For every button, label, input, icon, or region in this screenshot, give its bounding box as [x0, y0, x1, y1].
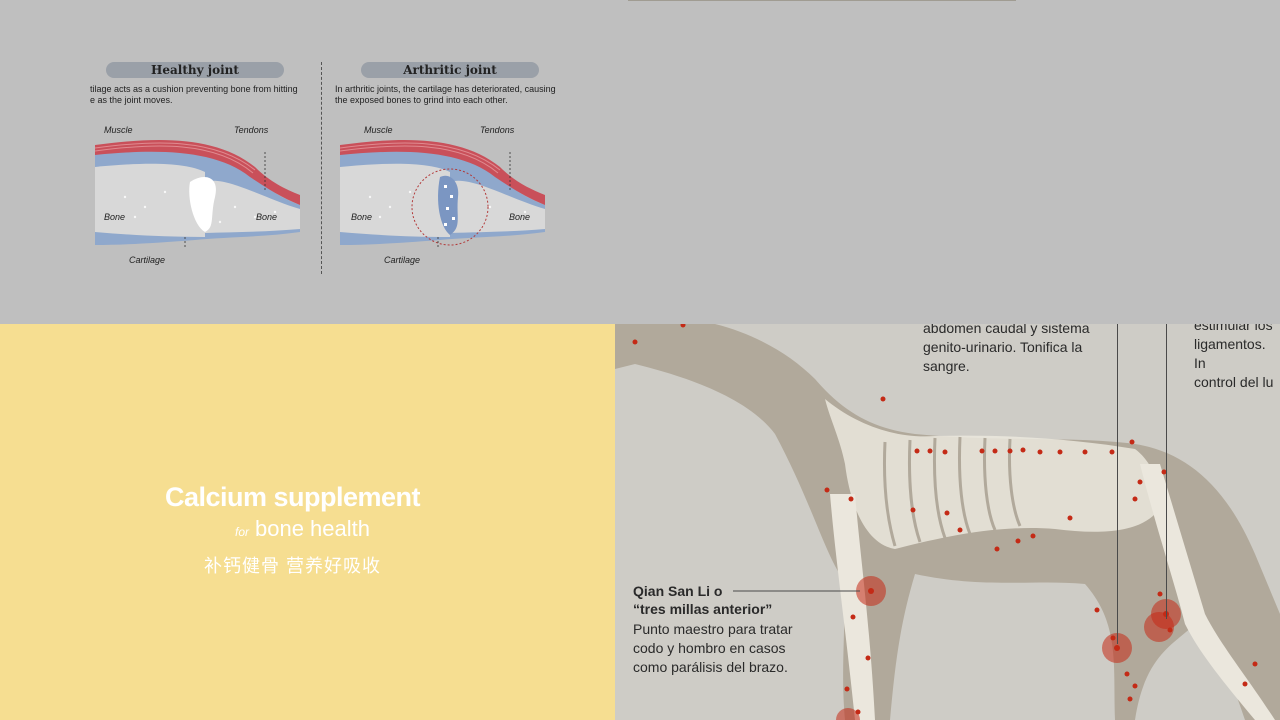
text-abdomen: abdomen caudal y sistema genito-urinario… [923, 324, 1090, 374]
panel-divider [321, 62, 322, 274]
text-ligamentos: estimular los ligamentos. In control del… [1194, 324, 1274, 390]
point-title-line-2: “tres millas anterior” [633, 601, 773, 617]
healthy-bone-right-label: Bone [256, 212, 278, 222]
promo-sub-for: for [234, 525, 249, 539]
callout-vertical-line-2 [1166, 324, 1167, 619]
front-leg-bone [830, 494, 875, 720]
hind-leg-bone [1140, 464, 1275, 720]
top-edge-line [628, 0, 1016, 1]
arthritic-tendons-label: Tendons [480, 125, 515, 135]
arthritic-joint-title: Arthritic joint [361, 62, 539, 78]
arthritic-joint-description: In arthritic joints, the cartilage has d… [335, 84, 556, 105]
dog-acupuncture-panel: abdomen caudal y sistema genito-urinario… [615, 324, 1280, 720]
arthritic-joint-panel: Arthritic joint In arthritic joints, the… [335, 62, 595, 282]
healthy-muscle-label: Muscle [104, 125, 133, 135]
arthritic-muscle-label: Muscle [364, 125, 393, 135]
healthy-bone-left-label: Bone [104, 212, 126, 222]
dog-skeleton-illustration [615, 324, 1280, 720]
healthy-joint-illustration [95, 139, 300, 249]
point-title-line-1: Qian San Li o [633, 583, 723, 599]
joint-comparison-panel: Healthy joint tilage acts as a cushion p… [0, 0, 1280, 324]
healthy-joint-description: tilage acts as a cushion preventing bone… [90, 84, 298, 105]
arthritic-bone-left-label: Bone [351, 212, 373, 222]
healthy-joint-title: Healthy joint [106, 62, 284, 78]
healthy-joint-panel: Healthy joint tilage acts as a cushion p… [90, 62, 350, 282]
arthritic-bone-right-label: Bone [509, 212, 531, 222]
calcium-promo-panel: Calcium supplement for bone health 补钙健骨 营… [0, 324, 615, 720]
promo-sub-main: bone health [255, 516, 370, 541]
arthritic-cartilage-label: Cartilage [384, 255, 421, 265]
healthy-tendons-label: Tendons [234, 125, 269, 135]
promo-chinese-tagline: 补钙健骨 营养好吸收 [203, 556, 381, 576]
point-description: Punto maestro para tratar codo y hombro … [633, 621, 793, 675]
arthritic-joint-illustration [340, 139, 545, 249]
promo-title: Calcium supplement [164, 482, 421, 512]
healthy-cartilage-label: Cartilage [129, 255, 166, 265]
promo-subtitle: for bone health [0, 516, 605, 542]
highlighted-acupoints [836, 576, 1181, 720]
rib-lines [882, 436, 1022, 547]
rib-cage [825, 399, 1159, 549]
callout-vertical-line-1 [1117, 324, 1118, 644]
